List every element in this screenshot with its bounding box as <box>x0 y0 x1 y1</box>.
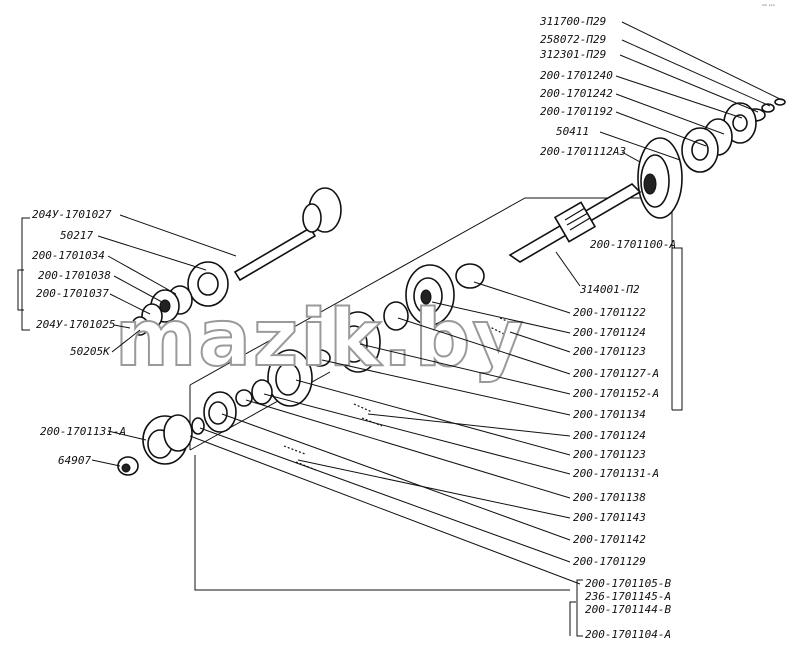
part-label: 200-1701124 <box>573 429 646 442</box>
bracket-left <box>21 217 30 331</box>
part-label: 200-1701038 <box>38 269 111 282</box>
bracket-lower-1 <box>576 579 583 637</box>
part-label: 200-1701100-А <box>590 238 676 251</box>
part-labels: ⁿᵐ ˢˣˣ 311700-П29 258072-П29 312301-П29 … <box>32 4 775 641</box>
part-label: 50217 <box>60 229 93 242</box>
part-label: 200-1701127-А <box>573 367 659 380</box>
watermark-text: mazik.by <box>115 294 525 384</box>
assembly-outline <box>189 197 673 410</box>
part-label: 200-1701192 <box>540 105 613 118</box>
part-label: 204У-1701027 <box>32 208 112 221</box>
part-label: 200-1701034 <box>32 249 105 262</box>
part-label: 258072-П29 <box>540 33 606 46</box>
leader-lines <box>91 21 783 585</box>
part-label: 200-1701144-В <box>585 603 671 616</box>
part-label: 200-1701104-А <box>585 628 671 641</box>
bracket-lower-2 <box>569 601 576 636</box>
input-shaft-assembly <box>131 187 342 336</box>
part-label: 200-1701138 <box>573 491 646 504</box>
part-label: 200-1701129 <box>573 555 646 568</box>
part-label: 200-1701240 <box>540 69 613 82</box>
part-label: 314001-П2 <box>579 283 640 296</box>
part-label: 200-1701143 <box>573 511 646 524</box>
part-label: 200-1701037 <box>36 287 109 300</box>
corner-mark: ⁿᵐ ˢˣˣ <box>762 4 775 10</box>
part-label: 200-1701152-А <box>573 387 659 400</box>
part-label: 64907 <box>58 454 91 467</box>
part-label: 312301-П29 <box>539 48 606 61</box>
part-label: 200-1701123 <box>573 345 646 358</box>
bracket-main-shaft <box>672 247 683 411</box>
part-label: 50411 <box>556 125 589 138</box>
lower-bracket-line <box>194 455 570 591</box>
part-label: 200-1701123 <box>573 448 646 461</box>
part-label: 200-1701134 <box>573 408 646 421</box>
part-label: 50205К <box>70 345 111 358</box>
part-label: 200-1701142 <box>573 533 646 546</box>
part-label: 200-1701242 <box>540 87 613 100</box>
part-label: 200-1701122 <box>573 306 646 319</box>
part-label: 200-1701112А3 <box>540 145 626 158</box>
gear-cluster <box>191 263 485 435</box>
synchronizer-assembly <box>117 414 193 476</box>
part-label: 200-1701131-А <box>573 467 659 480</box>
part-label: 200-1701131-А <box>40 425 126 438</box>
top-shaft-assembly <box>508 98 786 263</box>
part-label: 311700-П29 <box>539 15 606 28</box>
part-label: 236-1701145-А <box>585 590 671 603</box>
part-label: 200-1701124 <box>573 326 646 339</box>
bracket-left-inner <box>17 269 24 311</box>
part-label: 204У-1701025 <box>36 318 115 331</box>
part-label: 200-1701105-В <box>585 577 671 590</box>
